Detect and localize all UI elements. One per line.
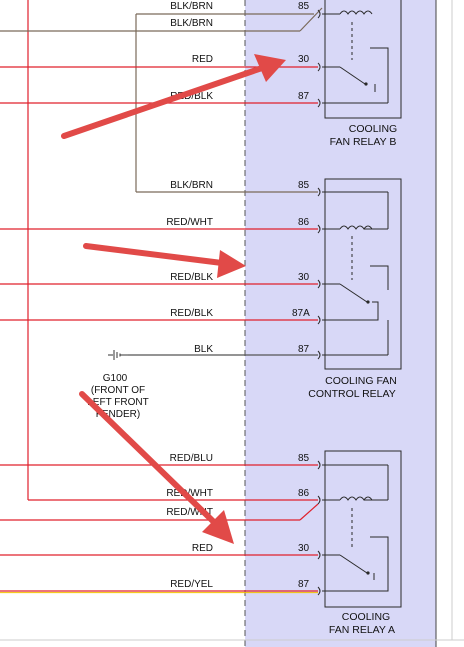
relay-b-pin-85: 85: [298, 1, 310, 12]
relay-b-wire-87: RED/BLK: [170, 91, 213, 102]
control-wire-30: RED/BLK: [170, 272, 213, 283]
control-title-2: CONTROL RELAY: [308, 388, 396, 400]
relay-b-title-2: FAN RELAY B: [330, 136, 397, 148]
control-relay-contact: [366, 300, 370, 304]
arrow-to-relay-a-30: [79, 391, 221, 529]
control-wire-87a: RED/BLK: [170, 308, 213, 319]
relay-a-wires: [0, 464, 319, 594]
control-wire-86: RED/WHT: [166, 217, 213, 228]
relay-b-wire-30: RED: [192, 54, 213, 65]
relay-b-symbol: [317, 0, 402, 119]
control-pin-30: 30: [298, 272, 310, 283]
relay-b-contact: [364, 82, 368, 86]
relay-a-symbol: [317, 450, 402, 608]
ground-id: G100: [103, 373, 128, 384]
relay-b-pin-30: 30: [298, 54, 310, 65]
arrow-to-relay-b-30: [61, 65, 265, 139]
relay-a-extra-wire: RED/WHT: [166, 507, 213, 518]
arrow-to-control-30: [83, 243, 225, 266]
relay-a-pin-30: 30: [298, 543, 310, 554]
relay-a-pin-85: 85: [298, 453, 310, 464]
relay-a-title-1: COOLING: [342, 611, 390, 623]
relay-a-pin-87: 87: [298, 579, 310, 590]
arrow-head-2: [217, 250, 246, 278]
arrow-head-3: [202, 510, 234, 544]
control-relay-wires: [0, 191, 318, 356]
relay-a-wire-85: RED/BLU: [170, 453, 213, 464]
control-title-1: COOLING FAN: [325, 375, 397, 387]
relay-a-wire-30: RED: [192, 543, 213, 554]
relay-panel: [245, 0, 436, 647]
ground-symbol-icon: [108, 350, 128, 360]
arrow-head-1: [254, 54, 286, 82]
relay-a-wire-86: RED/WHT: [166, 488, 213, 499]
control-pin-87a: 87A: [292, 308, 310, 319]
annotation-arrows: [61, 54, 286, 544]
control-pin-85: 85: [298, 180, 310, 191]
ground-location-3: FENDER): [96, 409, 140, 420]
relay-a-title-2: FAN RELAY A: [329, 624, 395, 636]
relay-b-wire-85: BLK/BRN: [170, 1, 213, 12]
control-pin-87: 87: [298, 344, 310, 355]
control-pin-86: 86: [298, 217, 310, 228]
ground-location-2: LEFT FRONT: [87, 397, 148, 408]
relay-a-wire-87: RED/YEL: [170, 579, 213, 590]
control-wire-85: BLK/BRN: [170, 180, 213, 191]
control-relay-symbol: [317, 178, 402, 370]
relay-a-pin-86: 86: [298, 488, 310, 499]
relay-b-title-1: COOLING: [349, 123, 397, 135]
relay-b-extra-wire: BLK/BRN: [170, 18, 213, 29]
ground-location-1: (FRONT OF: [91, 385, 145, 396]
relay-b-pin-87: 87: [298, 91, 310, 102]
relay-a-contact: [366, 571, 370, 575]
control-wire-87: BLK: [194, 344, 213, 355]
